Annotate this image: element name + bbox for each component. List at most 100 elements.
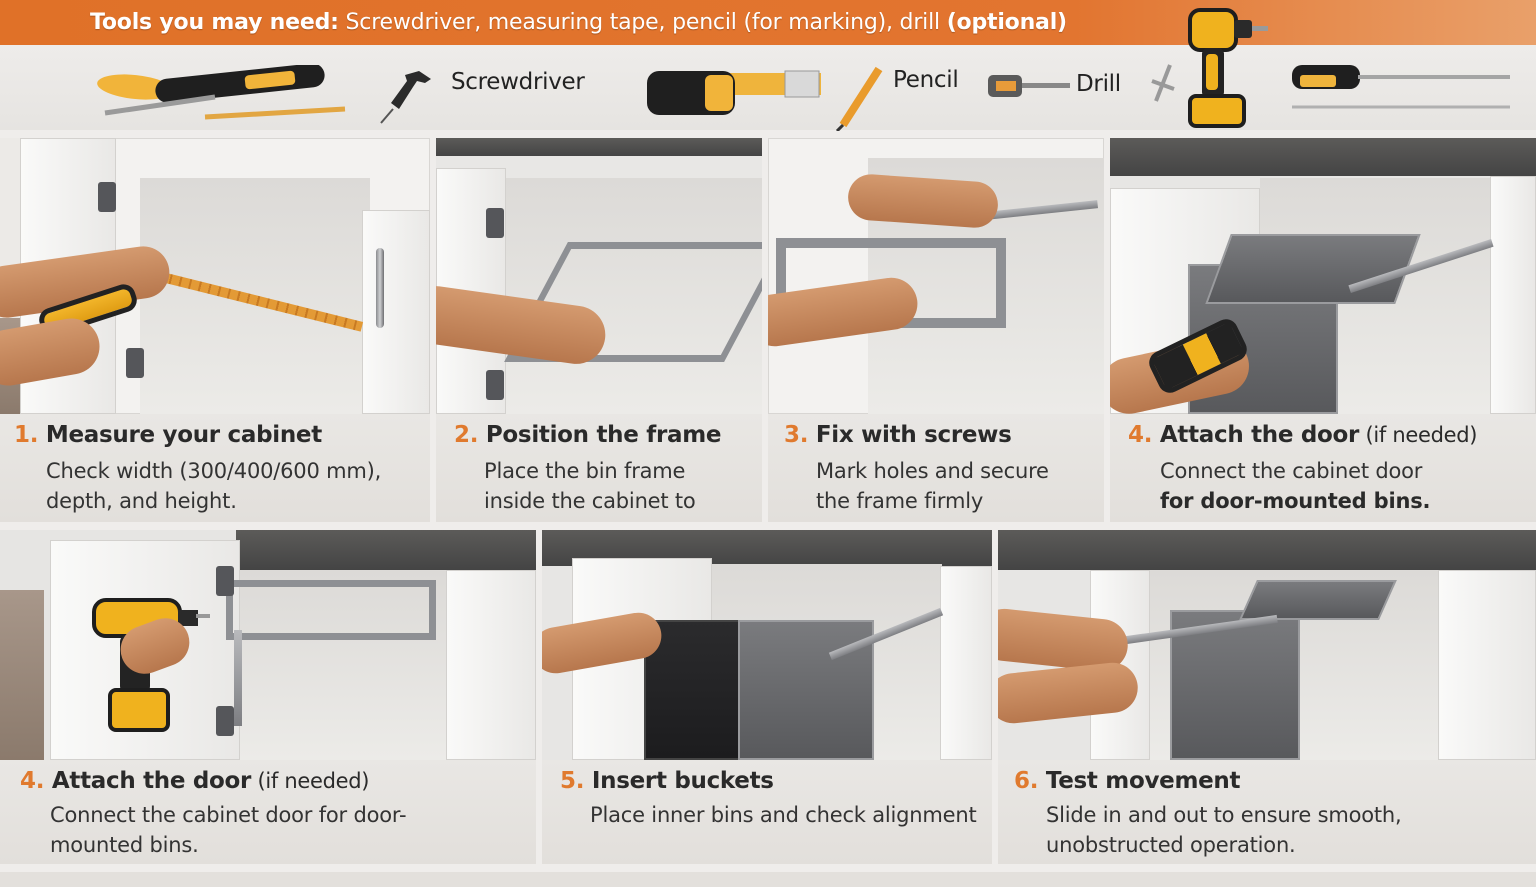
right-panel [940, 566, 992, 760]
step-panel-3: 3. Fix with screws Mark holes and secure… [768, 138, 1104, 522]
step-caption: 5. Insert buckets Place inner bins and c… [542, 760, 992, 864]
step-caption: 1. Measure your cabinet Check width (300… [0, 414, 430, 522]
step-caption: 4. Attach the door (if needed) Connect t… [0, 760, 536, 864]
pencil-icon [835, 66, 883, 131]
countertop [998, 530, 1536, 570]
step-desc-line: mounted bins. [50, 833, 199, 857]
countertop [1110, 138, 1536, 176]
step-photo-measure [0, 138, 430, 414]
step-title-text: Measure your cabinet [45, 422, 322, 448]
step-caption: 4. Attach the door (if needed) Connect t… [1110, 414, 1536, 522]
tool-label-drill: Drill [1076, 71, 1121, 97]
tool-label-pencil: Pencil [893, 67, 959, 93]
step-number: 1. [14, 422, 39, 448]
banner-tool-list: Screwdriver, measuring tape, pencil (for… [338, 10, 947, 35]
step-desc-line: depth, and height. [46, 489, 237, 513]
step-title: 2. Position the frame [454, 422, 721, 448]
step-desc-line: for door-mounted bins. [1160, 489, 1431, 513]
step-caption: 2. Position the frame Place the bin fram… [436, 414, 762, 522]
step-description: Connect the cabinet door for door-mounte… [1160, 456, 1430, 516]
step-desc-line: unobstructed operation. [1046, 833, 1296, 857]
step-description: Check width (300/400/600 mm), depth, and… [46, 456, 381, 516]
step-caption: 3. Fix with screws Mark holes and secure… [768, 414, 1104, 522]
step-title-text: Fix with screws [815, 422, 1012, 448]
step-desc-line: Connect the cabinet door for door- [50, 803, 407, 827]
step-panel-6: 5. Insert buckets Place inner bins and c… [542, 530, 992, 864]
step-title: 4. Attach the door (if needed) [20, 768, 369, 794]
step-title-text: Position the frame [485, 422, 722, 448]
wrench-screwdriver-icon [380, 71, 431, 124]
banner-optional: (optional) [946, 10, 1067, 35]
step-photo-attach-door [1110, 138, 1536, 414]
door-handle [376, 248, 384, 328]
step-desc-line: Place the bin frame [484, 459, 686, 483]
cordless-drill-icon [1188, 8, 1268, 128]
banner-lead: Tools you may need: [90, 10, 339, 35]
countertop [236, 530, 536, 570]
hinge [486, 208, 504, 238]
step-panel-5: 4. Attach the door (if needed) Connect t… [0, 530, 536, 864]
support-post [234, 630, 242, 726]
hinge [486, 370, 504, 400]
right-panel [1438, 570, 1536, 760]
step-panel-2: 2. Position the frame Place the bin fram… [436, 138, 762, 522]
step-photo-screws [768, 138, 1104, 414]
step-description: Place the bin frame inside the cabinet t… [484, 456, 696, 516]
right-panel [446, 570, 536, 760]
step-panel-7: 6. Test movement Slide in and out to ens… [998, 530, 1536, 864]
step-desc-line: Mark holes and secure [816, 459, 1049, 483]
step-caption: 6. Test movement Slide in and out to ens… [998, 760, 1536, 864]
step-description: Mark holes and secure the frame firmly [816, 456, 1049, 516]
step-note: (if needed) [1359, 423, 1478, 447]
cabinet-interior [506, 178, 762, 414]
cabinet-interior [236, 570, 446, 760]
step-title: 4. Attach the door (if needed) [1128, 422, 1477, 448]
step-number: 5. [560, 768, 585, 794]
step-panel-1: 1. Measure your cabinet Check width (300… [0, 138, 430, 522]
bin-bucket [1239, 580, 1397, 620]
step-description: Connect the cabinet door for door- mount… [50, 800, 407, 860]
step-number: 4. [20, 768, 45, 794]
bin-bucket [1205, 234, 1421, 304]
step-photo-drill-door [0, 530, 536, 760]
step-title: 6. Test movement [1014, 768, 1241, 794]
step-desc-line: inside the cabinet to [484, 489, 696, 513]
step-desc-line: the frame firmly [816, 489, 984, 513]
step-number: 4. [1128, 422, 1153, 448]
hinge [98, 182, 116, 212]
step-title-text: Test movement [1045, 768, 1241, 794]
step-photo-frame [436, 138, 762, 414]
step-number: 3. [784, 422, 809, 448]
step-desc-line: Place inner bins and check alignment [590, 803, 977, 827]
hinge [216, 566, 234, 596]
tools-banner: Tools you may need: Screwdriver, measuri… [0, 0, 1536, 45]
banner-text: Tools you may need: Screwdriver, measuri… [90, 10, 1067, 35]
right-door [362, 210, 430, 414]
measuring-tape-icon [647, 70, 821, 115]
step-title-text: Attach the door [51, 768, 252, 794]
grey-bucket [738, 620, 874, 760]
step-number: 6. [1014, 768, 1039, 794]
step-note: (if needed) [251, 769, 370, 793]
floor [0, 590, 44, 760]
step-desc-line: Connect the cabinet door [1160, 459, 1423, 483]
step-title-text: Attach the door [1159, 422, 1360, 448]
step-panel-4: 4. Attach the door (if needed) Connect t… [1110, 138, 1536, 522]
bin-frame [226, 580, 436, 640]
bin-housing [1170, 610, 1300, 760]
step-title-text: Insert buckets [591, 768, 774, 794]
countertop [436, 138, 762, 156]
step-description: Slide in and out to ensure smooth, unobs… [1046, 800, 1402, 860]
bottom-strip [0, 872, 1536, 887]
screwdriver-icon [97, 65, 346, 120]
tools-strip: Screwdriver Pencil Drill [0, 45, 1536, 131]
tool-label-screwdriver: Screwdriver [451, 69, 585, 95]
step-photo-buckets [542, 530, 992, 760]
hinge [126, 348, 144, 378]
precision-screwdriver-icon [1292, 65, 1510, 109]
step-photo-test [998, 530, 1536, 760]
drill-chuck-key-icon [1151, 64, 1175, 102]
step-number: 2. [454, 422, 479, 448]
step-desc-line: Check width (300/400/600 mm), [46, 459, 382, 483]
step-title: 5. Insert buckets [560, 768, 774, 794]
